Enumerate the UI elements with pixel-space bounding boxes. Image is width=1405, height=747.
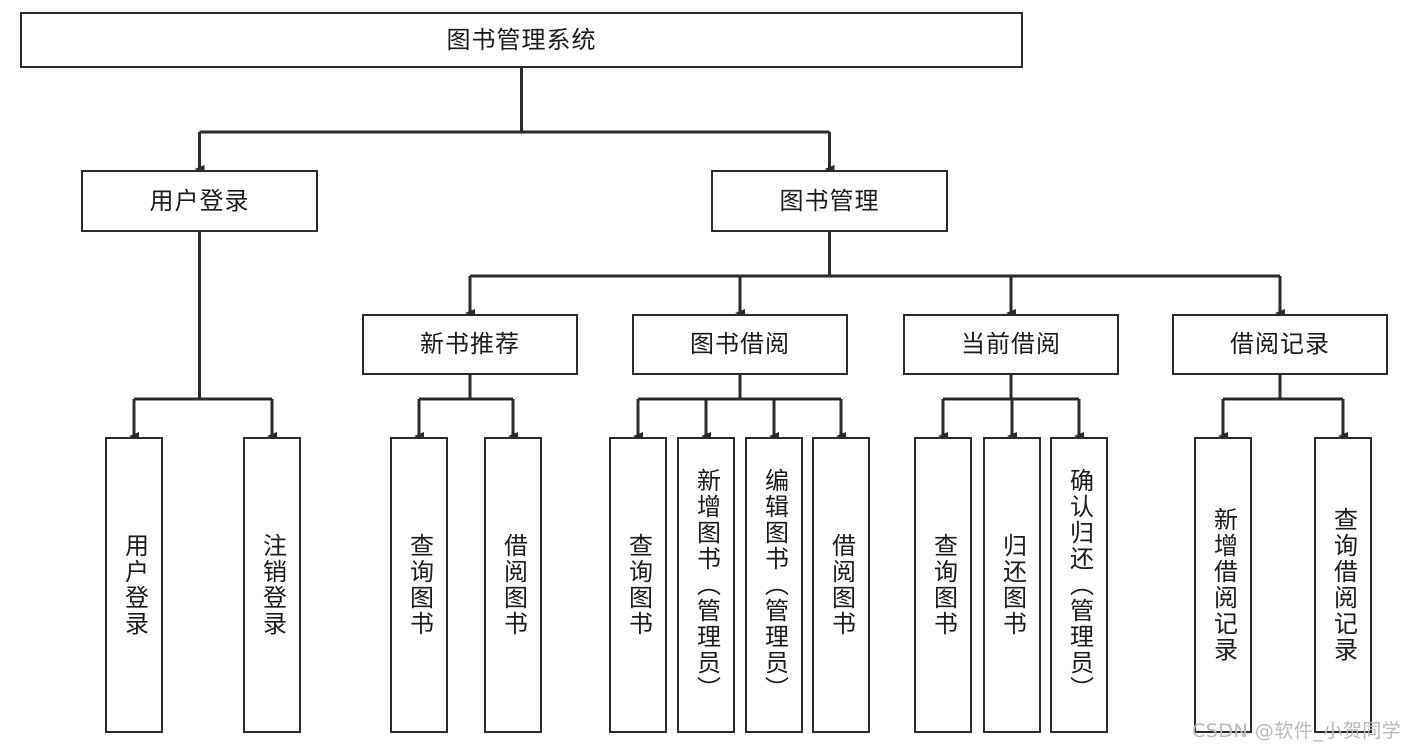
node-borrow: 图书借阅	[632, 314, 848, 375]
node-label: 图书管理	[779, 186, 880, 215]
node-label: 借阅图书	[827, 533, 856, 637]
node-label: 用户登录	[149, 186, 250, 215]
csdn-watermark: CSDN @软件_小贺同学	[1192, 720, 1402, 742]
node-current: 当前借阅	[903, 314, 1119, 375]
node-leaf-current-query: 查询图书	[914, 437, 972, 733]
node-label: 新书推荐	[420, 330, 520, 359]
node-newbook: 新书推荐	[362, 314, 578, 375]
node-label: 新增借阅记录	[1209, 507, 1238, 663]
node-label: 借阅图书	[499, 533, 528, 637]
node-label: 编辑图书（管理员）	[760, 468, 789, 702]
node-label: 确认归还（管理员）	[1065, 468, 1094, 702]
node-label: 查询图书	[929, 533, 958, 637]
node-leaf-new-borrow: 借阅图书	[484, 437, 542, 733]
node-leaf-borrow-add: 新增图书（管理员）	[677, 437, 735, 733]
node-label: 查询图书	[405, 533, 434, 637]
node-label: 借阅记录	[1230, 330, 1330, 359]
node-login: 用户登录	[81, 170, 318, 232]
node-leaf-borrow-query: 查询图书	[609, 437, 667, 733]
node-leaf-record-query: 查询借阅记录	[1314, 437, 1372, 733]
node-label: 查询借阅记录	[1329, 507, 1358, 663]
node-records: 借阅记录	[1172, 314, 1388, 375]
node-label: 用户登录	[120, 533, 149, 637]
node-leaf-borrow-edit: 编辑图书（管理员）	[745, 437, 803, 733]
node-label: 注销登录	[258, 533, 287, 637]
node-label: 归还图书	[998, 533, 1027, 637]
node-label: 图书管理系统	[446, 25, 597, 54]
node-label: 查询图书	[624, 533, 653, 637]
node-leaf-new-query: 查询图书	[390, 437, 448, 733]
node-leaf-user-logout: 注销登录	[243, 437, 301, 733]
node-root: 图书管理系统	[20, 12, 1023, 68]
node-leaf-current-confirm: 确认归还（管理员）	[1050, 437, 1108, 733]
node-label: 当前借阅	[961, 330, 1061, 359]
node-bookmgr: 图书管理	[711, 170, 948, 232]
node-label: 图书借阅	[690, 330, 790, 359]
node-leaf-user-login: 用户登录	[105, 437, 163, 733]
node-leaf-record-add: 新增借阅记录	[1194, 437, 1252, 733]
node-leaf-borrow-lend: 借阅图书	[812, 437, 870, 733]
node-leaf-current-return: 归还图书	[983, 437, 1041, 733]
node-label: 新增图书（管理员）	[692, 468, 721, 702]
